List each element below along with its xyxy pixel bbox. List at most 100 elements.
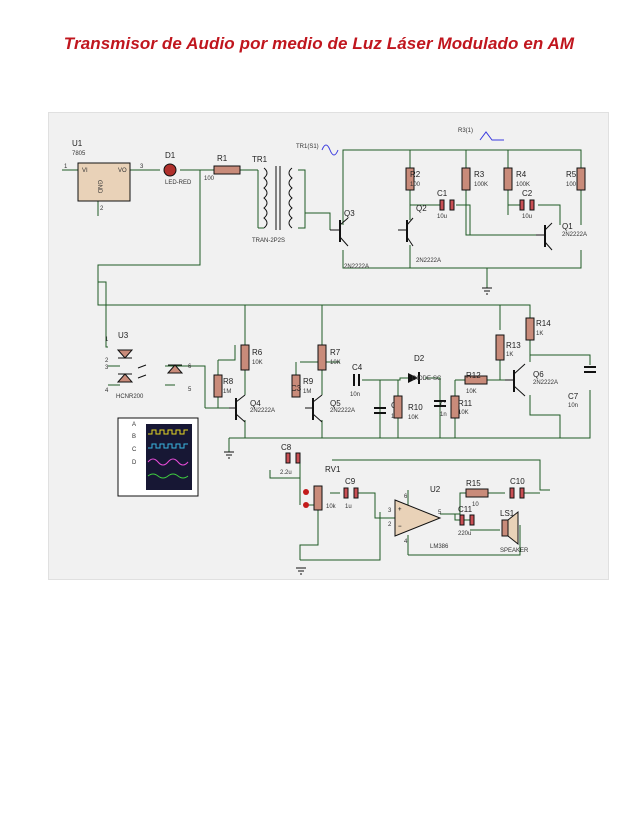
svg-text:Q3: Q3 (344, 209, 355, 218)
r14-resistor: R14 1K (525, 317, 551, 341)
d2-diode: D2 DIODE-SC (408, 354, 442, 384)
svg-text:R10: R10 (408, 403, 423, 412)
svg-text:3: 3 (388, 508, 392, 514)
u3-optocoupler: U3 HCNR200 1 2 3 4 5 6 (105, 331, 192, 400)
svg-text:SPEAKER: SPEAKER (500, 548, 529, 554)
r15-resistor: R15 10 (465, 479, 489, 508)
q5-transistor: Q5 2N2222A (305, 394, 355, 423)
svg-text:LED-RED: LED-RED (165, 180, 192, 186)
svg-text:R9: R9 (303, 377, 314, 386)
svg-text:C1: C1 (437, 189, 448, 198)
svg-text:1K: 1K (506, 352, 513, 358)
svg-text:R13: R13 (506, 341, 521, 350)
svg-text:10k: 10k (326, 504, 337, 510)
svg-text:1u: 1u (345, 504, 352, 510)
svg-text:R4: R4 (516, 170, 527, 179)
svg-text:LM386: LM386 (430, 544, 449, 550)
svg-text:D1: D1 (165, 151, 176, 160)
svg-text:2.2u: 2.2u (280, 470, 292, 476)
svg-text:6: 6 (404, 494, 408, 500)
svg-text:Q5: Q5 (330, 399, 341, 408)
svg-text:−: − (398, 524, 402, 530)
ls1-speaker: LS1 SPEAKER (500, 509, 529, 554)
svg-text:4: 4 (404, 539, 408, 545)
q2-transistor: Q2 2N2222A (398, 204, 441, 264)
svg-text:7805: 7805 (72, 151, 86, 157)
svg-text:C9: C9 (345, 477, 356, 486)
svg-text:D2: D2 (414, 354, 425, 363)
svg-text:U2: U2 (430, 485, 441, 494)
svg-text:10K: 10K (408, 415, 419, 421)
svg-text:C7: C7 (568, 392, 579, 401)
page-title: Transmisor de Audio por medio de Luz Lás… (63, 34, 575, 53)
svg-text:10n: 10n (350, 392, 360, 398)
svg-text:2N2222A: 2N2222A (344, 264, 369, 270)
c9-capacitor: C9 1u (343, 477, 359, 510)
svg-text:1: 1 (105, 337, 109, 343)
oscilloscope-instrument: A B C D (117, 417, 199, 497)
svg-text:1n: 1n (440, 412, 447, 418)
svg-text:U3: U3 (118, 331, 129, 340)
svg-text:10n: 10n (568, 403, 578, 409)
svg-text:GND: GND (96, 180, 102, 194)
svg-text:VO: VO (118, 168, 127, 174)
svg-text:100K: 100K (474, 182, 488, 188)
q6-transistor: Q6 2N2222A (505, 363, 558, 397)
svg-text:2N2222A: 2N2222A (562, 232, 587, 238)
svg-text:C11: C11 (458, 505, 473, 514)
svg-text:Q6: Q6 (533, 370, 544, 379)
svg-text:2N2222A: 2N2222A (416, 258, 441, 264)
svg-text:VI: VI (82, 168, 88, 174)
svg-text:10: 10 (472, 502, 479, 508)
svg-text:10u: 10u (437, 214, 447, 220)
svg-text:TR1: TR1 (252, 155, 268, 164)
svg-text:C: C (132, 447, 137, 453)
svg-text:TRAN-2P2S: TRAN-2P2S (252, 238, 285, 244)
c2-capacitor: C2 10u (519, 189, 535, 220)
svg-text:2: 2 (388, 522, 392, 528)
svg-text:C: C (440, 400, 446, 409)
svg-text:1M: 1M (223, 389, 231, 395)
svg-text:R8: R8 (223, 377, 234, 386)
svg-text:R3: R3 (474, 170, 485, 179)
svg-text:C4: C4 (352, 363, 363, 372)
svg-text:2N2222A: 2N2222A (533, 380, 558, 386)
svg-text:R3(1): R3(1) (458, 128, 473, 134)
c10-capacitor: C10 (509, 477, 525, 499)
r12-resistor: R12 10K (464, 371, 488, 395)
c1-capacitor: C1 10u (437, 189, 455, 220)
c7-capacitor: C7 10n (568, 366, 596, 409)
svg-text:100: 100 (204, 176, 215, 182)
c8-capacitor: C8 2.2u (280, 443, 301, 476)
svg-text:HCNR200: HCNR200 (116, 394, 144, 400)
svg-text:R1: R1 (217, 154, 228, 163)
svg-text:R7: R7 (330, 348, 341, 357)
wires (62, 149, 591, 561)
c11-capacitor: C11 220u (458, 505, 475, 537)
svg-text:R2: R2 (410, 170, 421, 179)
c-1n-capacitor: C 1n (434, 400, 447, 418)
svg-text:Q1: Q1 (562, 222, 573, 231)
ground-symbols (224, 287, 492, 575)
r5-resistor: R5 100 (566, 167, 586, 191)
d1-led: D1 LED-RED (163, 151, 192, 186)
svg-text:2N2222A: 2N2222A (250, 408, 275, 414)
u1-regulator: U1 7805 VI VO GND 1 2 3 (64, 139, 144, 212)
svg-text:C2: C2 (522, 189, 533, 198)
svg-text:A: A (132, 422, 136, 428)
svg-text:U1: U1 (72, 139, 83, 148)
svg-text:R11: R11 (458, 399, 473, 408)
svg-text:R15: R15 (466, 479, 481, 488)
svg-text:B: B (132, 434, 136, 440)
svg-text:TR1(S1): TR1(S1) (296, 144, 319, 150)
svg-text:R6: R6 (252, 348, 263, 357)
svg-text:4: 4 (105, 388, 109, 394)
r9-resistor: R9 1M (291, 374, 314, 398)
svg-text:10u: 10u (522, 214, 532, 220)
svg-text:RV1: RV1 (325, 465, 341, 474)
svg-text:3: 3 (140, 164, 144, 170)
svg-text:C10: C10 (510, 477, 525, 486)
r7-resistor: R7 10K (317, 344, 341, 371)
q1-transistor: Q1 2N2222A (536, 222, 587, 251)
